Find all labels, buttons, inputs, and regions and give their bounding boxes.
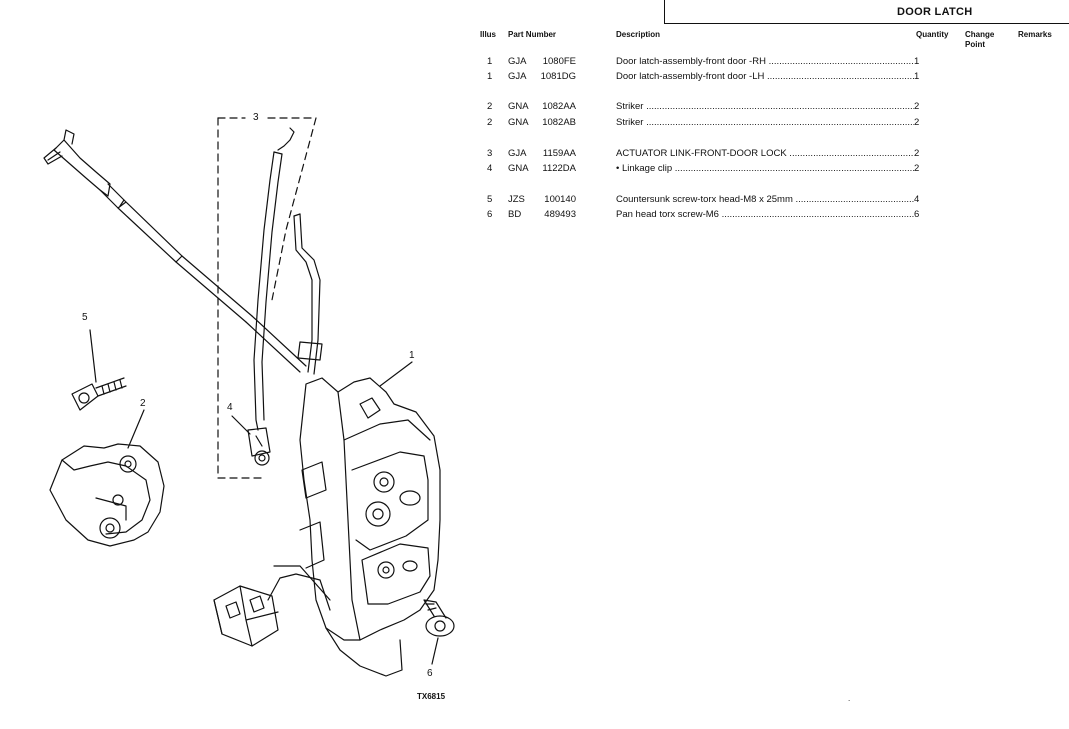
part-number: 1081DG: [540, 71, 576, 82]
part-number-prefix: JZS: [508, 194, 525, 205]
dot-leader: ........................................…: [646, 117, 914, 128]
part-number-prefix: GNA: [508, 163, 529, 174]
dot-leader: ........................................…: [646, 101, 914, 112]
leader-4: [231, 415, 251, 435]
part-illus-number: 1: [487, 71, 493, 82]
leader-5: [89, 329, 97, 383]
part-number-prefix: GNA: [508, 101, 529, 112]
part-description: Door latch-assembly-front door -RH .....…: [616, 56, 914, 68]
door-latch-diagram: [43, 117, 455, 677]
part-number: 1122DA: [542, 163, 576, 174]
dot-leader: ........................................…: [721, 209, 914, 220]
part-quantity: 2: [914, 101, 920, 112]
striker: [49, 443, 165, 547]
part-number: 100140: [544, 194, 576, 205]
callout-1: 1: [409, 350, 415, 361]
part-illus-number: 1: [487, 56, 493, 67]
part-description: Striker ................................…: [616, 117, 914, 129]
part-quantity: 6: [914, 209, 920, 220]
part-description: Countersunk screw-torx head-M8 x 25mm ..…: [616, 194, 914, 206]
linkage-clip: [247, 427, 271, 466]
callout-3: 3: [253, 112, 259, 123]
part-number-prefix: GJA: [508, 71, 527, 82]
part-quantity: 4: [914, 194, 920, 205]
header-part-number: Part Number: [508, 30, 557, 39]
part-description: ACTUATOR LINK-FRONT-DOOR LOCK ..........…: [616, 148, 914, 160]
part-number-prefix: GJA: [508, 148, 527, 159]
part-number: 489493: [544, 209, 576, 220]
wiring-connector: [213, 585, 279, 647]
dot-leader: ........................................…: [674, 163, 914, 174]
part-number: 1082AB: [542, 117, 576, 128]
part-number-prefix: GJA: [508, 56, 527, 67]
leader-6: [431, 637, 439, 665]
dot-leader: ........................................…: [795, 194, 915, 205]
part-description: Door latch-assembly-front door -LH .....…: [616, 71, 914, 83]
dot-leader: ........................................…: [768, 56, 914, 67]
callout-6: 6: [427, 668, 433, 679]
part-number-prefix: BD: [508, 209, 522, 220]
figure-reference: TX6815: [417, 692, 446, 701]
part-quantity: 1: [914, 56, 920, 67]
stray-dot: .: [848, 694, 851, 703]
dot-leader: ........................................…: [789, 148, 914, 159]
part-illus-number: 5: [487, 194, 493, 205]
actuator-link-rod: [253, 127, 295, 431]
callout-5: 5: [82, 312, 88, 323]
part-quantity: 1: [914, 71, 920, 82]
part-number: 1080FE: [542, 56, 576, 67]
pan-head-screw: [423, 599, 455, 637]
part-number-prefix: GNA: [508, 117, 529, 128]
page-title: DOOR LATCH: [897, 6, 973, 18]
part-illus-number: 3: [487, 148, 493, 159]
part-illus-number: 2: [487, 101, 493, 112]
latch-rod: [293, 213, 323, 375]
header-remarks: Remarks: [1018, 30, 1052, 39]
part-quantity: 2: [914, 163, 920, 174]
callout-2: 2: [140, 398, 146, 409]
part-quantity: 2: [914, 148, 920, 159]
part-illus-number: 6: [487, 209, 493, 220]
part-illus-number: 2: [487, 117, 493, 128]
part-number: 1159AA: [542, 148, 576, 159]
leader-2: [127, 409, 145, 449]
header-description: Description: [616, 30, 661, 39]
door-latch-assembly: [267, 377, 441, 677]
part-illus-number: 4: [487, 163, 493, 174]
countersunk-screw: [71, 377, 127, 411]
part-quantity: 2: [914, 117, 920, 128]
part-description: Pan head torx screw-M6 .................…: [616, 209, 914, 221]
dot-leader: ........................................…: [766, 71, 914, 82]
leader-1: [379, 361, 413, 387]
link-group-bracket: [217, 117, 263, 479]
header-illus: Illus: [480, 30, 497, 39]
title-box: DOOR LATCH: [664, 0, 1069, 24]
part-description: • Linkage clip .........................…: [616, 163, 914, 175]
part-description: Striker ................................…: [616, 101, 914, 113]
header-change-point: Change Point: [965, 30, 995, 49]
header-quantity: Quantity: [916, 30, 949, 39]
callout-4: 4: [227, 402, 233, 413]
part-number: 1082AA: [542, 101, 576, 112]
release-cable: [43, 129, 307, 373]
